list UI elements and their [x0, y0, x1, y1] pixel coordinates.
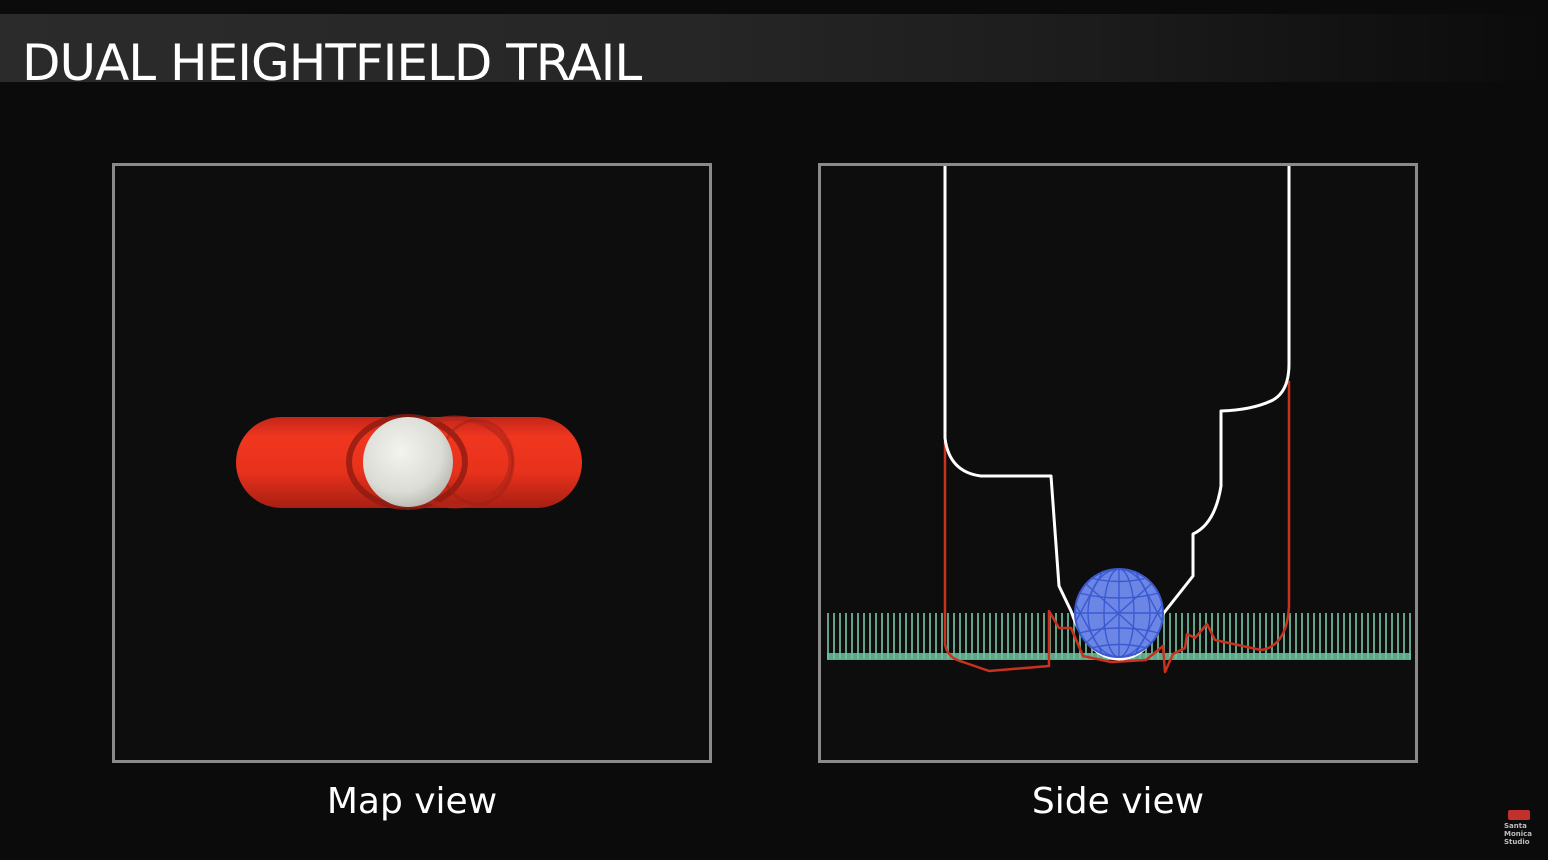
lower-heightfield-curve — [943, 381, 1291, 674]
logo-text: Santa Monica Studio — [1504, 822, 1533, 846]
logo-mark-icon — [1508, 810, 1530, 820]
map-view-caption: Map view — [326, 781, 498, 822]
wireframe-sphere — [1074, 568, 1164, 658]
side-view-panel — [818, 163, 1418, 763]
map-view-panel — [112, 163, 712, 763]
side-view-render — [827, 166, 1411, 674]
sphere — [363, 417, 453, 507]
slide-title: DUAL HEIGHTFIELD TRAIL — [22, 34, 642, 92]
trail-arc-left — [346, 414, 468, 510]
title-bar: DUAL HEIGHTFIELD TRAIL — [0, 14, 1548, 92]
side-view-caption: Side view — [1031, 781, 1205, 822]
map-view-render — [236, 414, 582, 510]
studio-logo: Santa Monica Studio — [1504, 810, 1538, 854]
